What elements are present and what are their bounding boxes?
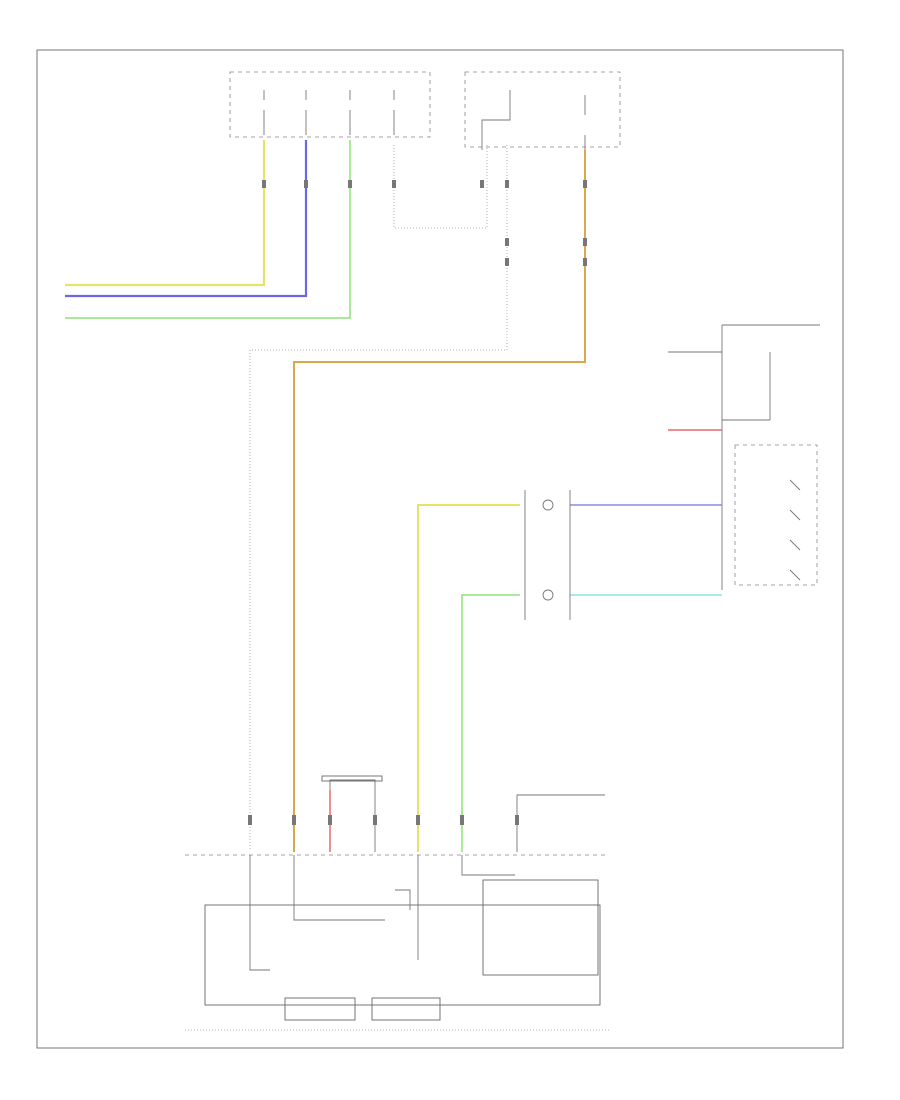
page-frame [36, 49, 844, 1049]
top-connectors [262, 180, 587, 266]
cruise-control-switch [721, 324, 820, 590]
bottom-connectors [248, 815, 519, 825]
wire-green-2 [461, 594, 520, 852]
engine-control-module [204, 855, 601, 1021]
wire-yellow [65, 140, 266, 287]
top-right-component [464, 71, 621, 150]
clockspring [524, 490, 571, 620]
wire-orange [293, 150, 586, 852]
wire-green [65, 140, 351, 319]
top-module-ground [321, 775, 383, 852]
wire-yellow-2 [417, 504, 520, 852]
wire-blue [65, 140, 308, 298]
top-left-component [229, 71, 431, 138]
